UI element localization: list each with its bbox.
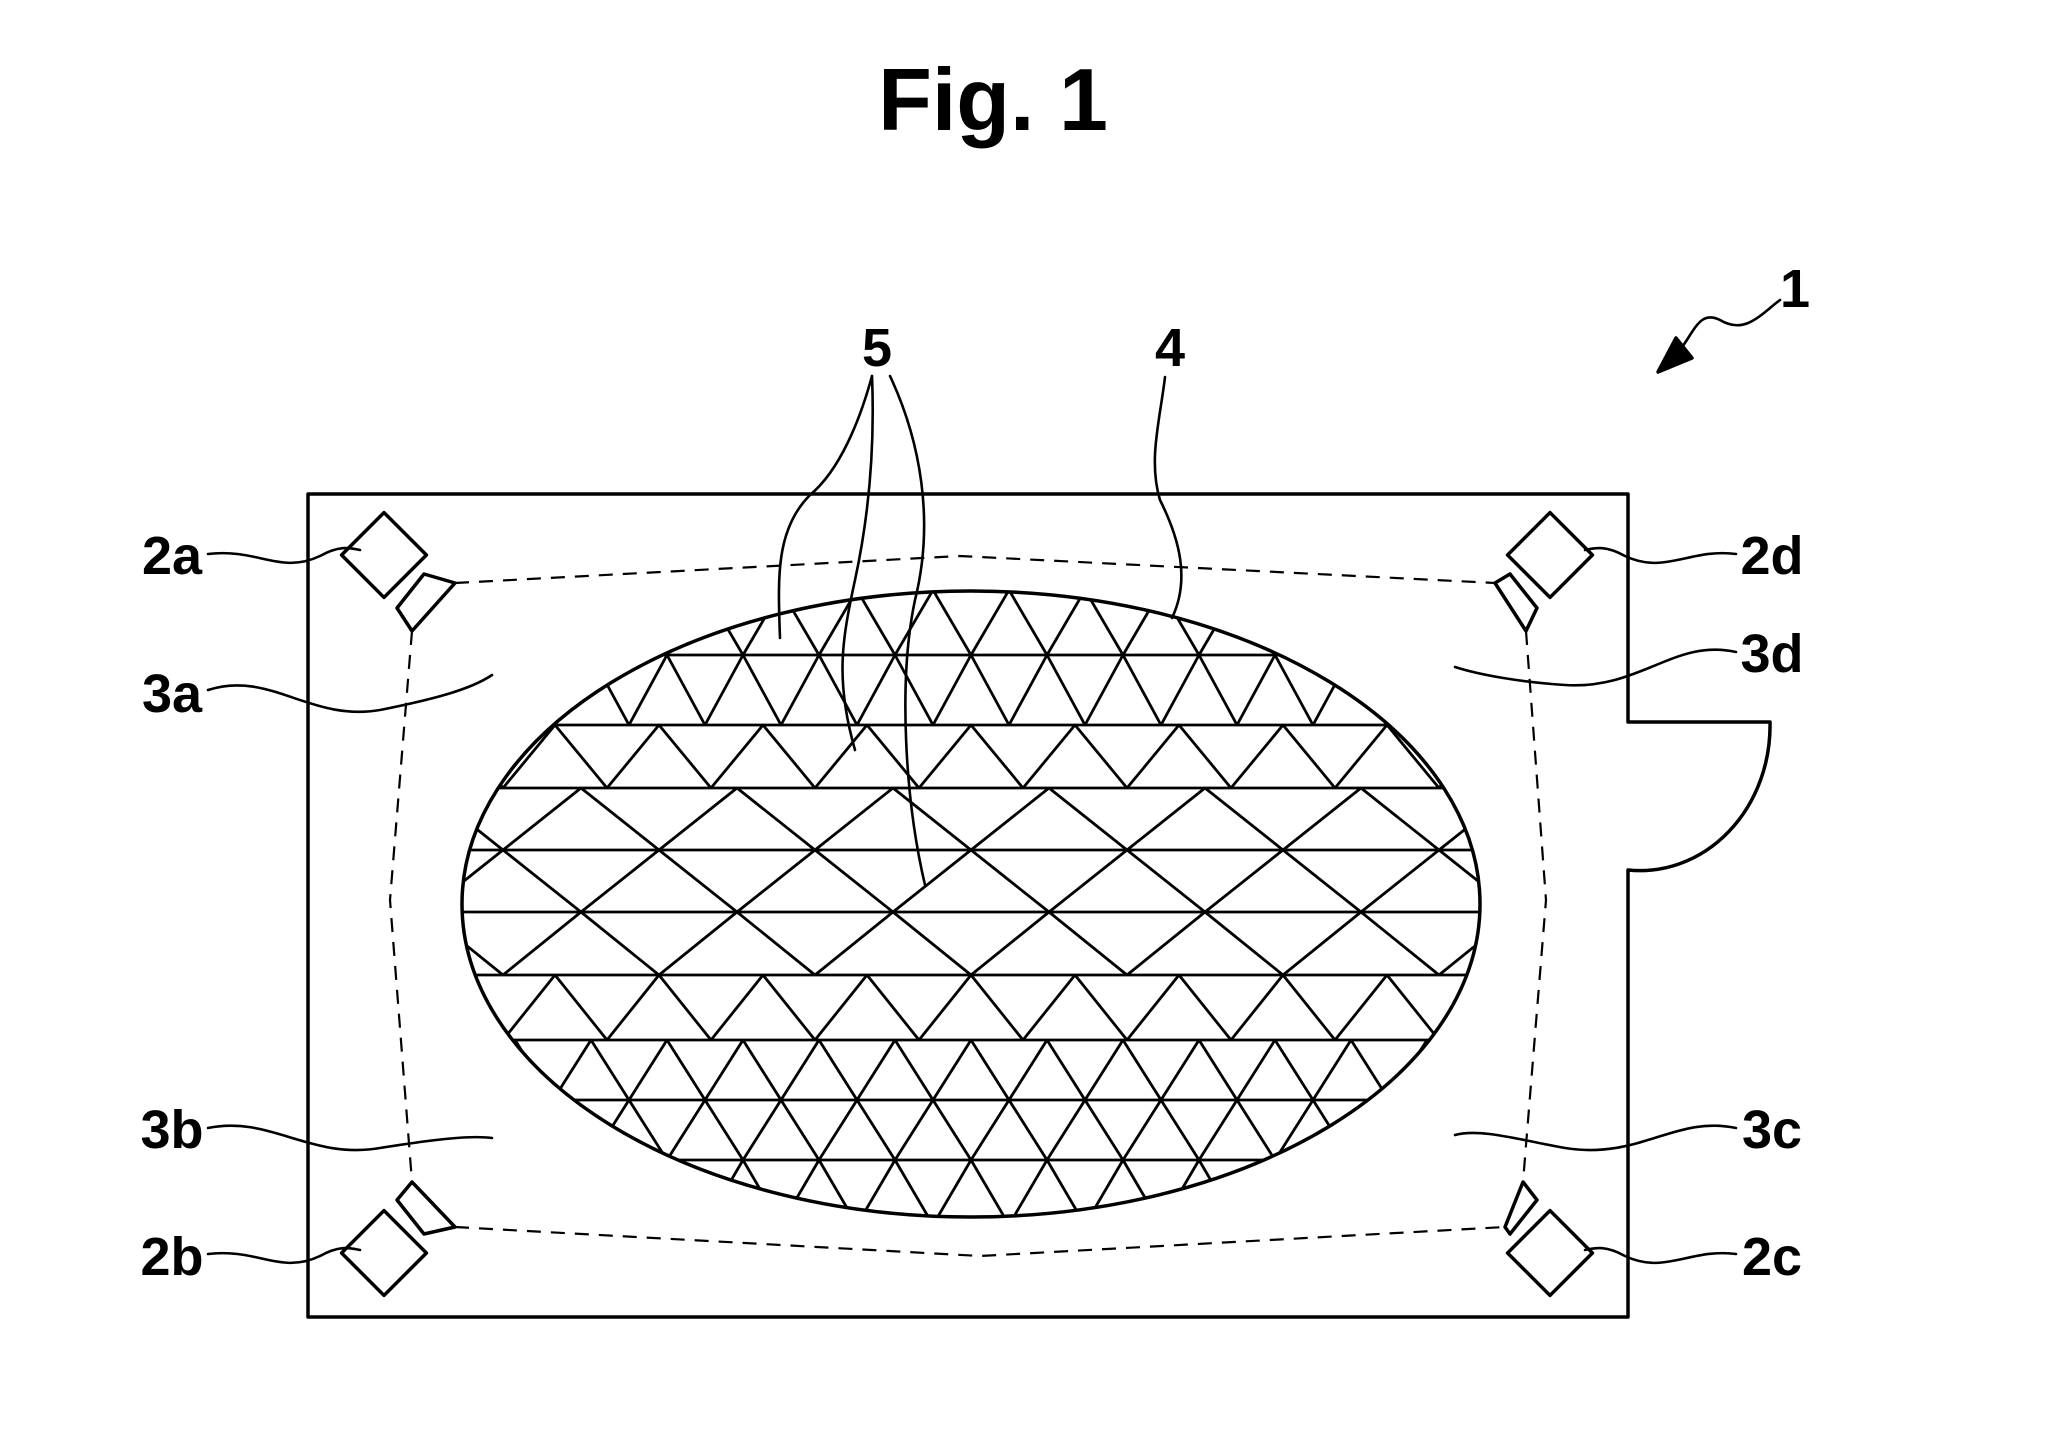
coverage-boundary <box>388 554 1548 1258</box>
label-3d: 3d <box>1740 624 1803 684</box>
leader-1 <box>1678 298 1782 352</box>
vehicle-outline <box>306 492 1772 1319</box>
leader-3d <box>1453 648 1738 687</box>
label-4: 4 <box>1155 318 1185 378</box>
leader-3b <box>206 1124 494 1152</box>
figure-title: Fig. 1 <box>878 50 1108 149</box>
leader-1-arrowhead <box>1656 336 1694 374</box>
camera-2a-icon <box>339 510 457 633</box>
leader-2b <box>206 1246 362 1265</box>
projection-region-ellipse <box>460 589 1482 1219</box>
leader-5a <box>777 374 874 640</box>
leader-4 <box>1153 375 1183 620</box>
label-2a: 2a <box>142 526 203 586</box>
label-3c: 3c <box>1742 1100 1802 1160</box>
leader-5c <box>888 374 927 887</box>
camera-2d-icon <box>1493 510 1595 633</box>
label-2d: 2d <box>1740 526 1803 586</box>
label-3b: 3b <box>140 1100 203 1160</box>
leader-3a <box>206 673 494 714</box>
label-1: 1 <box>1780 259 1810 319</box>
label-3a: 3a <box>142 664 203 724</box>
projection-pattern <box>462 591 1480 1217</box>
leader-2a <box>206 546 362 565</box>
leader-2d <box>1583 546 1738 565</box>
leader-2c <box>1583 1246 1738 1265</box>
leader-3c <box>1453 1124 1738 1152</box>
label-5: 5 <box>862 318 892 378</box>
label-2c: 2c <box>1742 1227 1802 1287</box>
label-2b: 2b <box>140 1227 203 1287</box>
camera-2c-icon <box>1503 1180 1595 1298</box>
leader-5b <box>841 374 874 752</box>
camera-2b-icon <box>339 1180 457 1298</box>
